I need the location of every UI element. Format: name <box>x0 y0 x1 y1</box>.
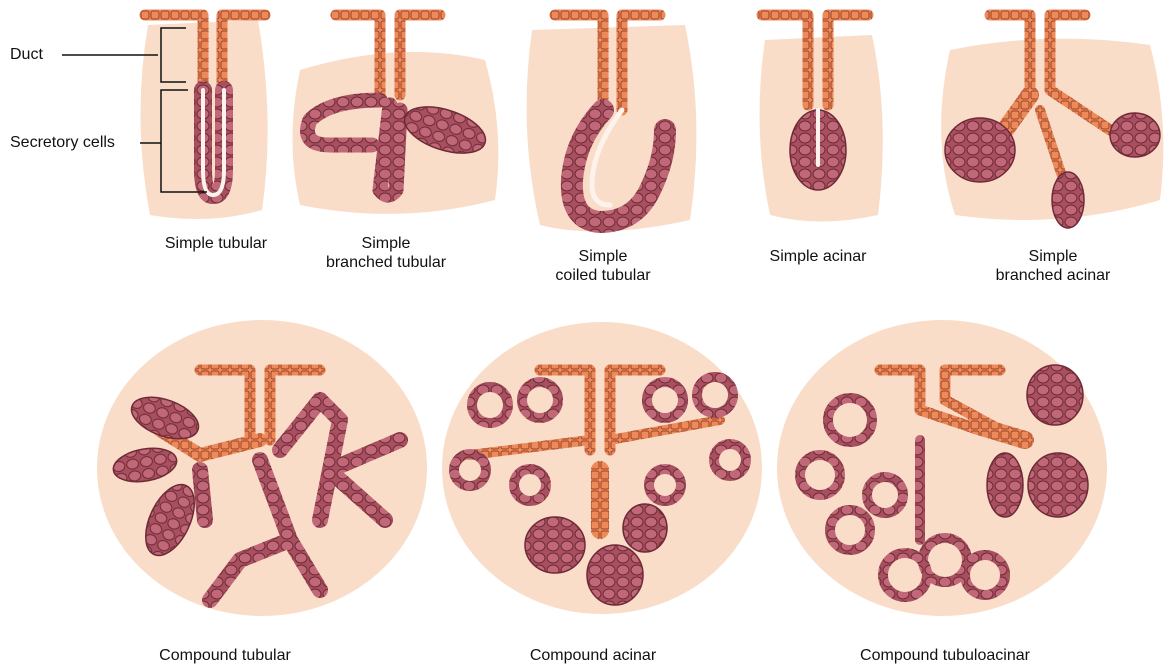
caption-line-1: Simple <box>555 247 650 266</box>
caption-simple-branched-tubular: Simple branched tubular <box>326 234 446 272</box>
caption-line-1: Simple <box>326 234 446 253</box>
caption-compound-acinar: Compound acinar <box>530 646 656 665</box>
caption-compound-tubular: Compound tubular <box>159 646 291 665</box>
caption-simple-tubular: Simple tubular <box>165 234 267 253</box>
caption-line-2: coiled tubular <box>555 266 650 285</box>
duct-label: Duct <box>10 46 43 64</box>
caption-simple-acinar: Simple acinar <box>770 247 867 266</box>
caption-line-2: branched acinar <box>996 266 1111 285</box>
caption-line-2: branched tubular <box>326 253 446 272</box>
caption-line-1: Simple <box>996 247 1111 266</box>
secretory-cells-label: Secretory cells <box>10 134 115 152</box>
caption-compound-tubuloacinar: Compound tubuloacinar <box>860 646 1030 665</box>
caption-simple-coiled-tubular: Simple coiled tubular <box>555 247 650 285</box>
caption-simple-branched-acinar: Simple branched acinar <box>996 247 1111 285</box>
